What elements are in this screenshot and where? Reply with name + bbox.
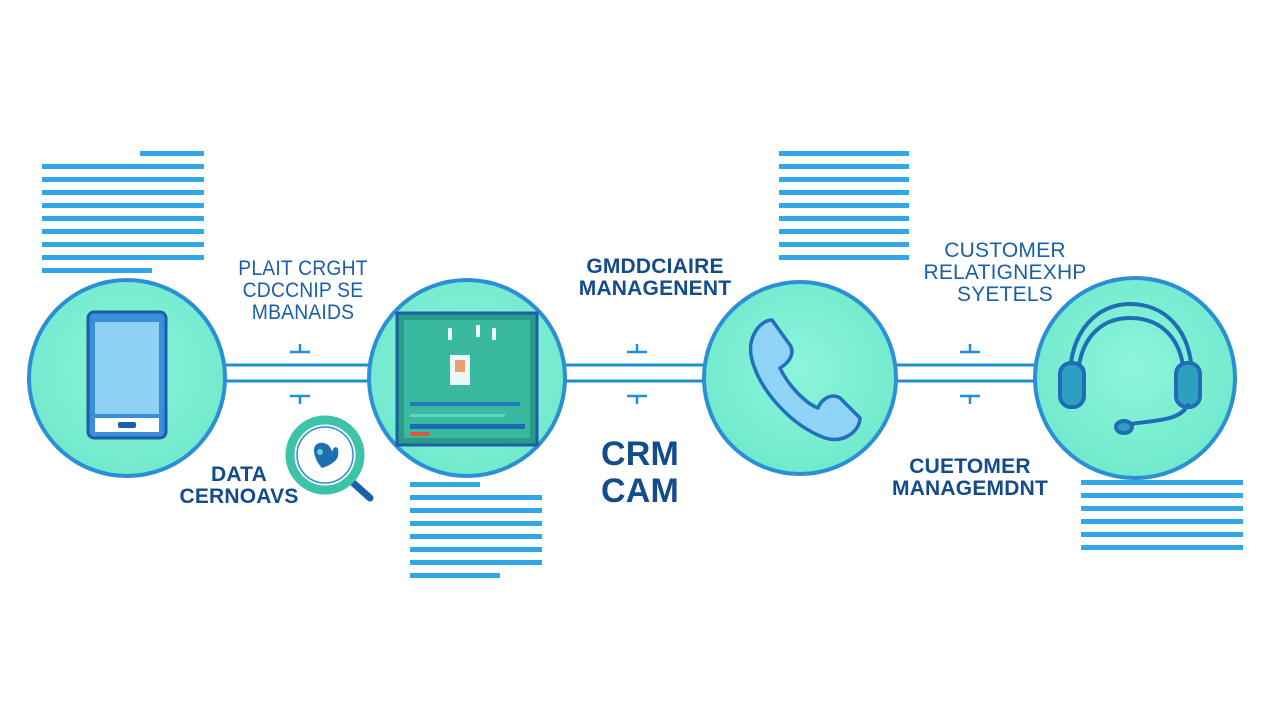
smartphone-icon	[86, 310, 168, 440]
label-crm-line-2: CAM	[600, 472, 680, 511]
headset-icon	[1058, 301, 1202, 435]
stripe-line	[140, 151, 204, 156]
stripe-line	[410, 573, 500, 578]
stripe-line	[779, 177, 909, 182]
stripe-block-bottom-right	[1081, 480, 1243, 550]
stripe-line	[410, 547, 542, 552]
stripe-line	[779, 229, 909, 234]
stripe-line	[1081, 506, 1243, 511]
label-data: DATA CERNOAVS	[176, 463, 302, 509]
magnifier-icon	[285, 415, 374, 502]
stripe-block-bottom-center	[410, 482, 542, 578]
stripe-line	[410, 521, 542, 526]
stripe-block-top-left	[42, 151, 204, 273]
stripe-line	[1081, 493, 1243, 498]
label-cm-line-1: CUETOMER	[909, 455, 1031, 478]
label-customer-management: CUETOMER MANAGEMDNT	[872, 455, 1068, 501]
stripe-line	[779, 255, 909, 260]
telephone-handset-icon	[748, 318, 862, 442]
stripe-line	[779, 216, 909, 221]
label-gmd-management: GMDDCIAIRE MANAGENENT	[560, 255, 750, 301]
label-data-line-1: DATA	[210, 463, 267, 486]
stripe-line	[779, 242, 909, 247]
stripe-line	[1081, 545, 1243, 550]
stripe-line	[410, 495, 542, 500]
screen-node	[367, 278, 567, 478]
label-plant-line-3: MBANAIDS	[251, 301, 355, 325]
label-crs-line-3: SYETELS	[957, 283, 1053, 307]
label-plant-concepts: PLAIT CRGHT CDCCNIP SE MBANAIDS	[234, 257, 372, 325]
headset-node	[1033, 276, 1237, 480]
label-data-line-2: CERNOAVS	[179, 485, 299, 509]
stripe-line	[410, 508, 542, 513]
stripe-line	[42, 190, 204, 195]
connector-lines	[222, 363, 1036, 383]
label-gmd-line-2: MANAGENENT	[578, 277, 732, 301]
stripe-line	[1081, 519, 1243, 524]
stripe-line	[42, 164, 204, 169]
label-crm-cam: CRM CAM	[580, 435, 700, 511]
stripe-line	[42, 242, 204, 247]
stripe-line	[42, 268, 152, 273]
stripe-line	[1081, 532, 1243, 537]
stripe-line	[779, 190, 909, 195]
stripe-line	[779, 164, 909, 169]
label-plant-line-2: CDCCNIP SE	[242, 279, 364, 303]
label-plant-line-1: PLAIT CRGHT	[238, 257, 368, 280]
stripe-line	[779, 203, 909, 208]
stripe-line	[410, 560, 542, 565]
stripe-line	[42, 229, 204, 234]
label-customer-relationship-systems: CUSTOMER RELATIGNEXHP SYETELS	[920, 239, 1090, 307]
label-crs-line-1: CUSTOMER	[944, 239, 1066, 262]
stripe-line	[410, 534, 542, 539]
stripe-line	[779, 151, 909, 156]
stripe-line	[42, 177, 204, 182]
stripe-line	[42, 255, 204, 260]
call-node	[702, 280, 898, 476]
monitor-icon	[395, 311, 539, 447]
stripe-line	[42, 216, 204, 221]
label-cm-line-2: MANAGEMDNT	[892, 477, 1048, 501]
label-crs-line-2: RELATIGNEXHP	[923, 261, 1087, 285]
stripe-line	[410, 482, 480, 487]
label-gmd-line-1: GMDDCIAIRE	[586, 255, 724, 278]
label-crm-line-1: CRM	[600, 435, 680, 473]
phone-node	[27, 278, 227, 478]
decorative-text-stripes	[42, 151, 1243, 578]
stripe-line	[1081, 480, 1243, 485]
connector-ticks	[290, 344, 980, 404]
stripe-line	[42, 203, 204, 208]
stripe-block-top-right	[779, 151, 909, 260]
